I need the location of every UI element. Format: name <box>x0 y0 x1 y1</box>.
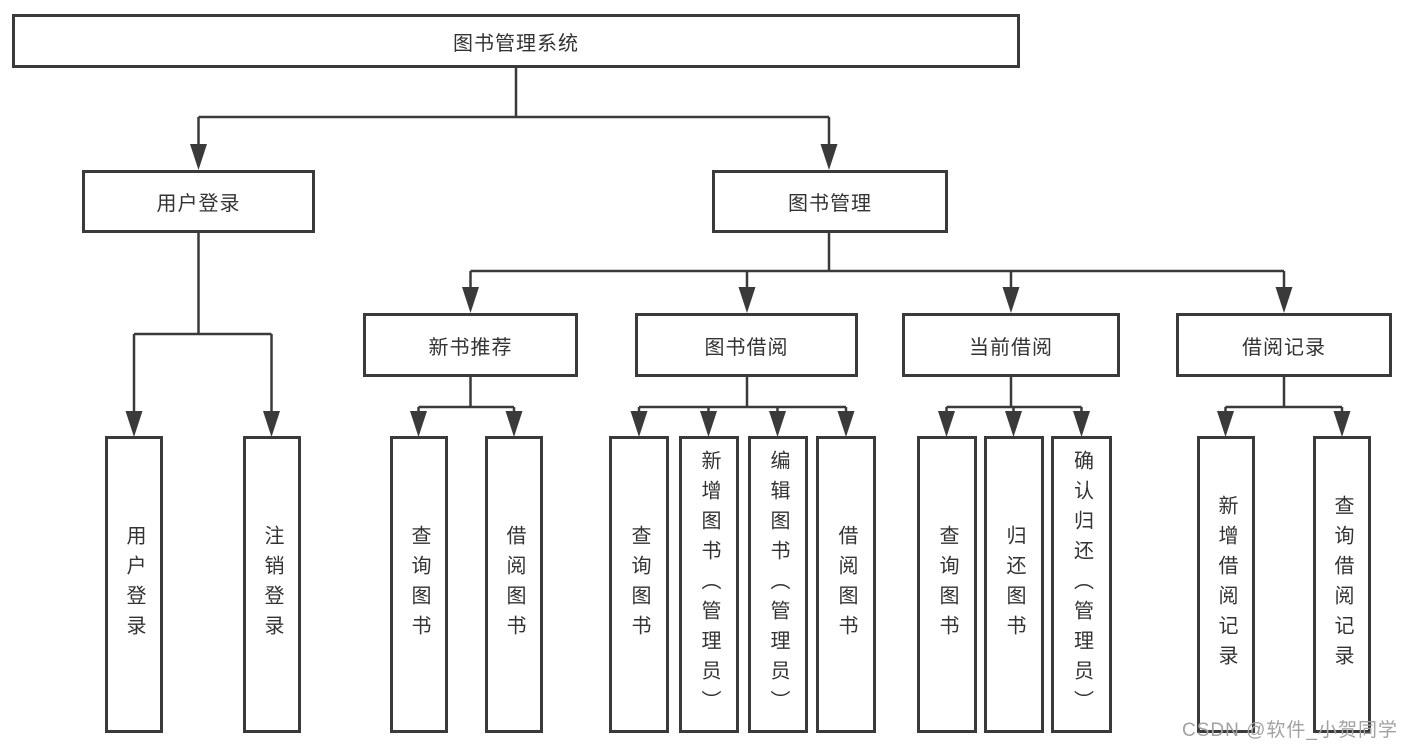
node-borrow-records: 借阅记录 <box>1176 313 1392 377</box>
node-leaf-query-borrow-record: 查询借阅记录 <box>1313 436 1371 733</box>
node-book-borrow: 图书借阅 <box>635 313 858 377</box>
node-leaf-confirm-return-admin: 确认归还（管理员） <box>1051 436 1112 733</box>
node-leaf-return-books: 归还图书 <box>984 436 1044 733</box>
node-leaf-query-books-borrow: 查询图书 <box>609 436 669 733</box>
node-current-borrow: 当前借阅 <box>902 313 1120 377</box>
node-book-management: 图书管理 <box>712 170 948 233</box>
node-leaf-user-login: 用户登录 <box>105 436 163 733</box>
node-leaf-add-books-admin: 新增图书（管理员） <box>679 436 739 733</box>
node-leaf-add-borrow-record: 新增借阅记录 <box>1197 436 1255 733</box>
node-leaf-query-books-recommend: 查询图书 <box>390 436 448 733</box>
node-leaf-borrow-books-recommend: 借阅图书 <box>485 436 543 733</box>
csdn-watermark: CSDN @软件_小贺同学 <box>1182 720 1398 741</box>
node-new-book-recommend: 新书推荐 <box>363 313 578 377</box>
node-user-login: 用户登录 <box>82 170 315 233</box>
node-library-system: 图书管理系统 <box>12 14 1020 68</box>
node-leaf-logout: 注销登录 <box>243 436 301 733</box>
arrowhead-icons <box>125 144 1351 437</box>
node-leaf-edit-books-admin: 编辑图书（管理员） <box>748 436 808 733</box>
node-leaf-query-books-current: 查询图书 <box>917 436 977 733</box>
node-leaf-borrow-books: 借阅图书 <box>816 436 876 733</box>
